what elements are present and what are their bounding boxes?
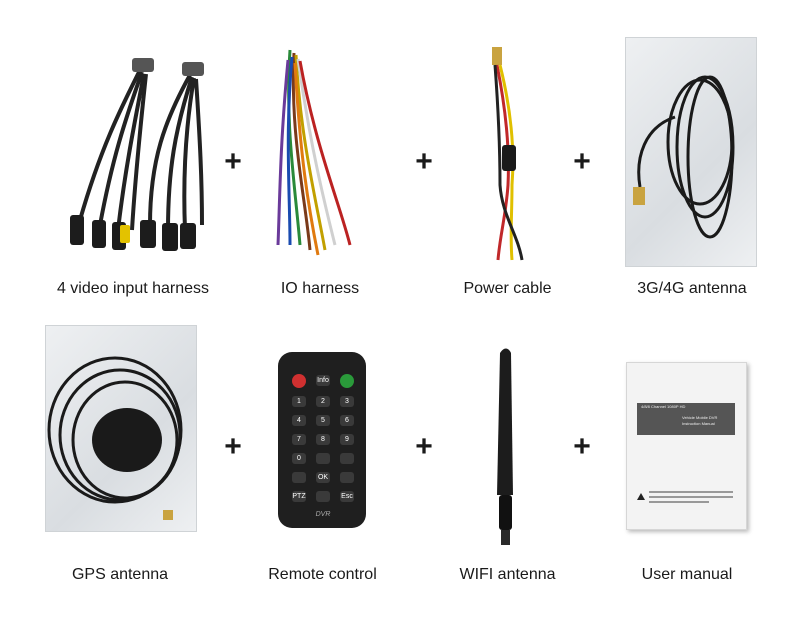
- remote-key: 2: [316, 396, 330, 407]
- item-caption: 4 video input harness: [56, 280, 210, 297]
- plus-sign: +: [573, 430, 591, 463]
- remote-key: 6: [340, 415, 354, 426]
- plus-sign: +: [224, 430, 242, 463]
- item-caption: GPS antenna: [71, 566, 169, 583]
- item-caption: WIFI antenna: [459, 566, 556, 583]
- plus-sign: +: [224, 145, 242, 178]
- remote-key: [292, 472, 306, 483]
- remote-key: [316, 491, 330, 502]
- power-cable-image: [492, 47, 524, 261]
- remote-brand: DVR: [315, 511, 331, 518]
- item-caption: Power cable: [463, 280, 552, 297]
- remote-key: [340, 453, 354, 464]
- 3g-4g-antenna-bag: [625, 37, 757, 267]
- remote-key-esc: Esc: [340, 491, 354, 502]
- remote-key: 7: [292, 434, 306, 445]
- manual-title-line2: Instruction Manual: [682, 421, 715, 426]
- remote-key: 8: [316, 434, 330, 445]
- video-input-harness-image: [70, 58, 204, 251]
- remote-key: 3: [340, 396, 354, 407]
- plus-sign: +: [573, 145, 591, 178]
- remote-key: 0: [292, 453, 306, 464]
- item-caption: IO harness: [280, 280, 360, 297]
- remote-key: [316, 453, 330, 464]
- 3g-4g-antenna-image: [633, 75, 735, 239]
- remote-control-image: Info 1 2 3 4 5 6 7 8 9 0 OK PTZ Esc DVR: [278, 352, 366, 528]
- remote-key: 1: [292, 396, 306, 407]
- remote-key: [340, 472, 354, 483]
- manual-header: 4/8/8 Channel 1080P HD: [641, 404, 686, 409]
- remote-key-ptz: PTZ: [292, 491, 306, 502]
- remote-key: 5: [316, 415, 330, 426]
- item-caption: User manual: [641, 566, 733, 583]
- manual-title-line1: Vehicle Mobile DVR: [682, 415, 718, 420]
- remote-key: 4: [292, 415, 306, 426]
- remote-key-info: Info: [316, 375, 330, 386]
- gps-antenna-image: [47, 356, 183, 520]
- io-harness-image: [276, 49, 352, 256]
- plus-sign: +: [415, 145, 433, 178]
- wifi-antenna-image: [497, 348, 513, 545]
- item-caption: 3G/4G antenna: [637, 280, 747, 297]
- plus-sign: +: [415, 430, 433, 463]
- item-caption: Remote control: [268, 566, 377, 583]
- remote-key: 9: [340, 434, 354, 445]
- remote-key-ok: OK: [316, 472, 330, 483]
- user-manual-image: 4/8/8 Channel 1080P HD Vehicle Mobile DV…: [626, 362, 747, 530]
